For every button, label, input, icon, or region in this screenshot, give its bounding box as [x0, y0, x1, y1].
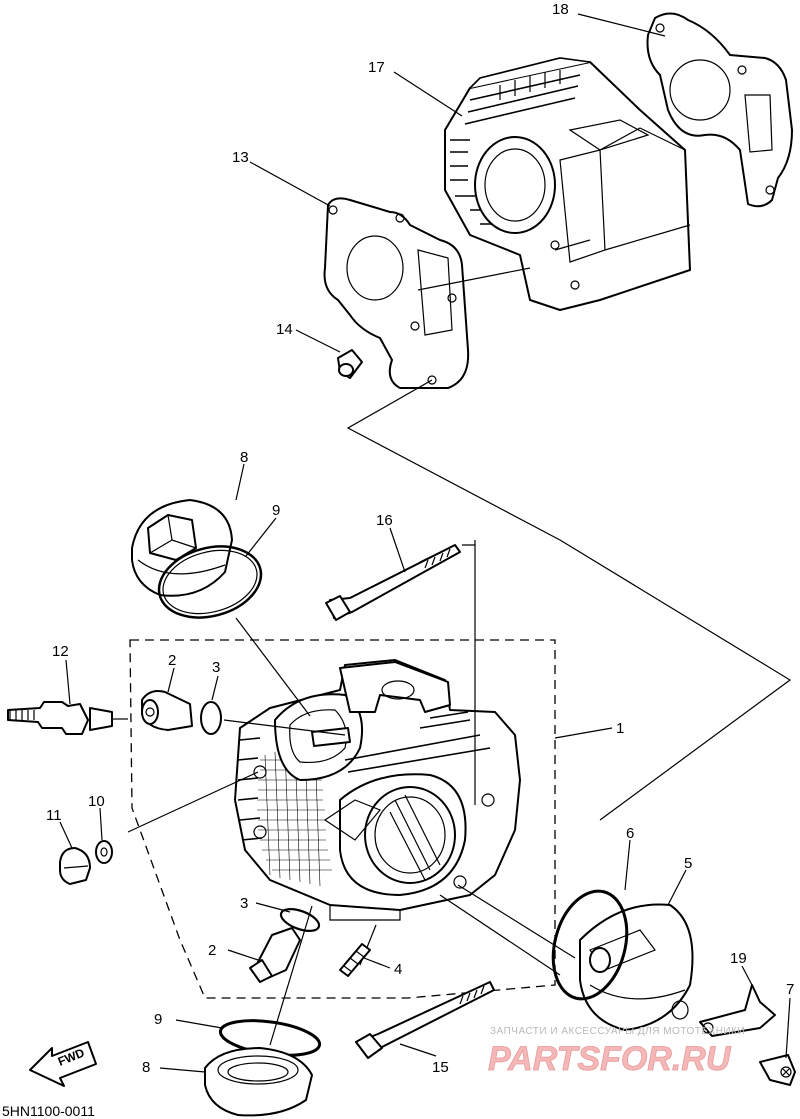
cylinder-gasket-18	[646, 12, 793, 208]
plug-8-bottom	[204, 1047, 313, 1117]
callout-2-bottom: 2	[208, 942, 216, 959]
cylinder-17	[444, 57, 691, 311]
callout-1: 1	[616, 720, 624, 737]
callout-12: 12	[52, 643, 69, 660]
cylinder-head-1	[234, 659, 521, 921]
dowel-pin-14	[337, 349, 363, 379]
o-ring-9-top	[157, 545, 263, 619]
callout-15: 15	[432, 1059, 449, 1076]
callout-5: 5	[684, 855, 692, 872]
callout-8-top: 8	[240, 449, 248, 466]
watermark-brand: PARTSFOR.RU	[488, 1040, 732, 1078]
head-gasket-13	[323, 197, 470, 389]
o-ring-3-top	[200, 701, 222, 735]
callout-6: 6	[626, 825, 634, 842]
callout-8-bottom: 8	[142, 1059, 150, 1076]
callout-11: 11	[46, 807, 62, 824]
side-cover-5	[579, 903, 694, 1031]
callout-17: 17	[368, 59, 385, 76]
callout-7: 7	[786, 981, 794, 998]
cap-nut-11	[59, 847, 91, 885]
bolt-15	[355, 981, 495, 1059]
part-code: 5HN1100-0011	[2, 1103, 95, 1119]
callout-3-top: 3	[212, 659, 220, 676]
bolt-16	[325, 544, 461, 621]
callout-9-top: 9	[272, 502, 280, 519]
tappet-cover-2-bottom	[249, 927, 301, 983]
tappet-cover-2-top	[141, 690, 193, 731]
bolt-7	[759, 1054, 796, 1086]
stud-4	[339, 943, 371, 977]
washer-10	[95, 840, 113, 864]
callout-19: 19	[730, 950, 747, 967]
callout-10: 10	[88, 793, 105, 810]
callout-9-bottom: 9	[154, 1011, 162, 1028]
spark-plug-12	[7, 701, 128, 735]
callout-3-bottom: 3	[240, 895, 248, 912]
o-ring-3-bottom	[279, 908, 321, 932]
clip-19	[699, 984, 776, 1037]
callout-14: 14	[276, 321, 293, 338]
callout-18: 18	[552, 1, 569, 18]
watermark-caption: ЗАПЧАСТИ И АКСЕССУАРЫ ДЛЯ МОТОТЕХНИКИ	[490, 1026, 745, 1037]
callout-4: 4	[394, 961, 402, 978]
callout-13: 13	[232, 149, 249, 166]
callout-16: 16	[376, 512, 393, 529]
callout-2-top: 2	[168, 652, 176, 669]
gasket-6	[551, 889, 629, 1001]
plug-cap-8-top	[131, 499, 233, 597]
fwd-arrow-icon: FWD	[29, 1041, 97, 1087]
